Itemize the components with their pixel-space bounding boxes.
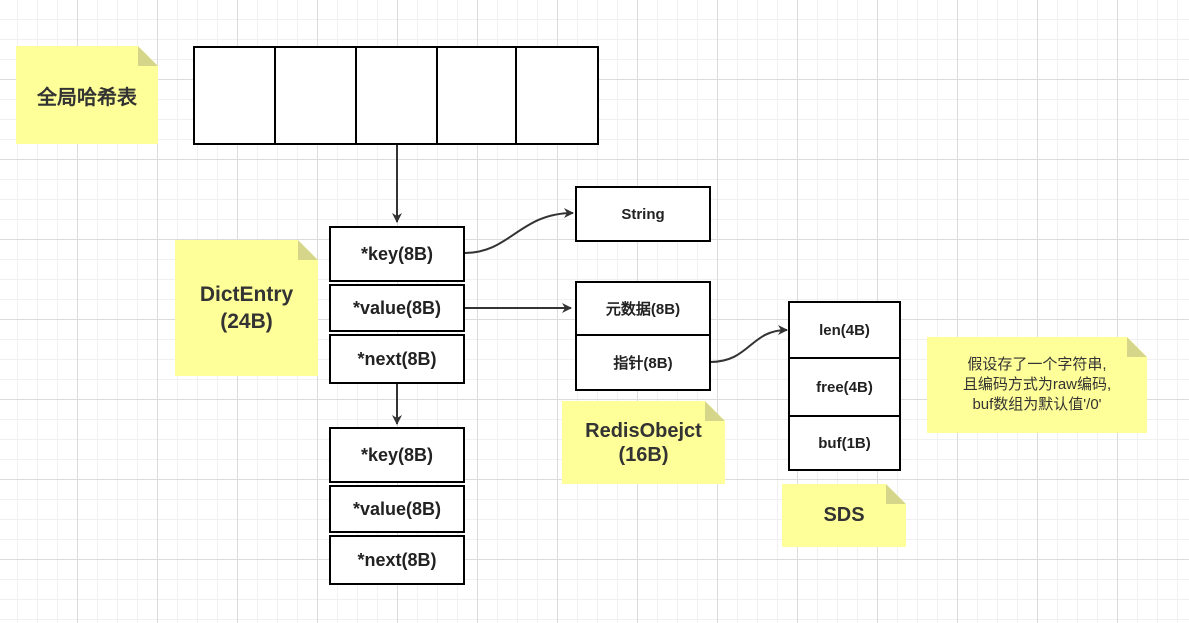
entry1-next: *next(8B) [329,334,465,384]
sds-struct: len(4B) free(4B) buf(1B) [788,301,901,471]
sds-free: free(4B) [788,359,901,417]
hash-bucket [517,48,597,143]
hash-bucket [276,48,357,143]
note-redis-object: RedisObejct (16B) [562,401,725,484]
sds-label: SDS [823,504,865,526]
note-sds: SDS [782,484,906,547]
note-assumption: 假设存了一个字符串, 且编码方式为raw编码, buf数组为默认值'/0' [927,337,1147,433]
global-hash-table-label: 全局哈希表 [37,86,137,109]
redis-object-size: (16B) [618,443,669,466]
dict-entry-size: (24B) [220,310,273,333]
dict-entry-label: DictEntry [199,283,294,306]
entry1-key: *key(8B) [329,226,465,282]
sds-len: len(4B) [788,301,901,359]
assumption-line-2: 且编码方式为raw编码, [962,376,1112,393]
arrow-key-to-string [464,208,574,254]
entry2-next: *next(8B) [329,535,465,585]
hash-bucket [438,48,517,143]
redis-object-pointer: 指针(8B) [575,336,711,391]
entry2-value: *value(8B) [329,485,465,533]
arrow-pointer-to-sds [709,325,788,363]
string-box: String [575,186,711,242]
hash-bucket [357,48,438,143]
entry1-value: *value(8B) [329,284,465,332]
sds-buf: buf(1B) [788,415,901,471]
redis-object-label: RedisObejct [585,419,702,442]
note-global-hash-table: 全局哈希表 [16,46,158,144]
entry2-key: *key(8B) [329,427,465,483]
global-hash-table [193,46,599,145]
hash-bucket [195,48,276,143]
redis-object-metadata: 元数据(8B) [575,281,711,336]
assumption-line-3: buf数组为默认值'/0' [972,396,1102,413]
assumption-line-1: 假设存了一个字符串, [967,356,1107,373]
note-dict-entry: DictEntry (24B) [175,240,318,376]
